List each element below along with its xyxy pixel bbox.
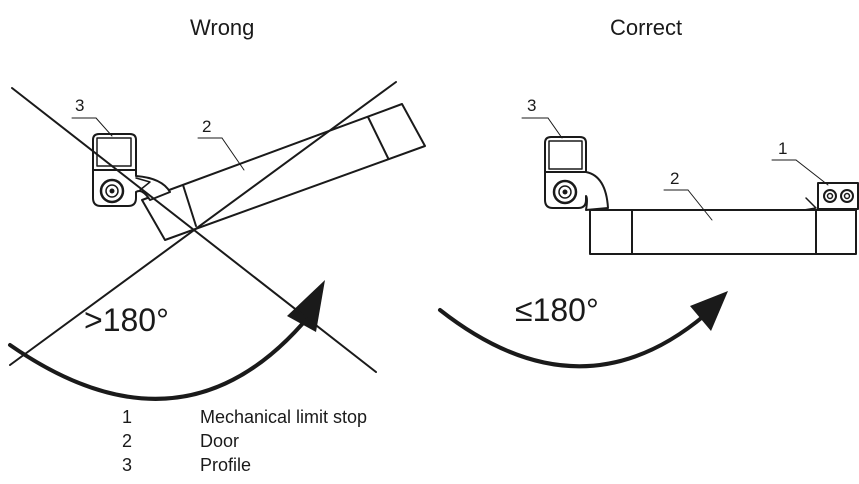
wrong-swing-arc <box>8 280 325 401</box>
correct-heading: Correct <box>610 15 683 40</box>
wrong-angle-label: >180° <box>84 302 169 338</box>
correct-callout-1: 1 <box>778 139 788 158</box>
wrong-heading: Wrong <box>190 15 255 40</box>
wrong-profile <box>92 133 171 207</box>
legend-number: 3 <box>122 455 133 475</box>
wrong-callout-3: 3 <box>75 96 85 115</box>
legend-number: 2 <box>122 431 133 451</box>
correct-angle-label: ≤180° <box>515 292 599 328</box>
correct-leader-2 <box>663 189 713 221</box>
correct-callout-3: 3 <box>527 96 537 115</box>
wrong-callout-2: 2 <box>202 117 212 136</box>
legend-text: Door <box>200 431 240 451</box>
correct-profile <box>544 136 609 211</box>
correct-leader-3 <box>521 117 563 139</box>
wrong-contact-arrow <box>135 177 151 191</box>
correct-callout-2: 2 <box>670 169 680 188</box>
correct-contact-arrow <box>803 197 817 211</box>
wrong-cross-mark <box>9 81 397 373</box>
correct-leader-1 <box>771 159 829 186</box>
legend-text: Profile <box>200 455 252 475</box>
wrong-leader-3 <box>71 117 113 137</box>
legend-number: 1 <box>122 407 133 427</box>
wrong-door <box>141 103 426 241</box>
correct-swing-arc <box>438 291 728 369</box>
wrong-leader-2 <box>197 137 245 171</box>
correct-door <box>589 209 857 255</box>
legend-text: Mechanical limit stop <box>200 407 368 427</box>
correct-limit-stop <box>817 182 859 210</box>
